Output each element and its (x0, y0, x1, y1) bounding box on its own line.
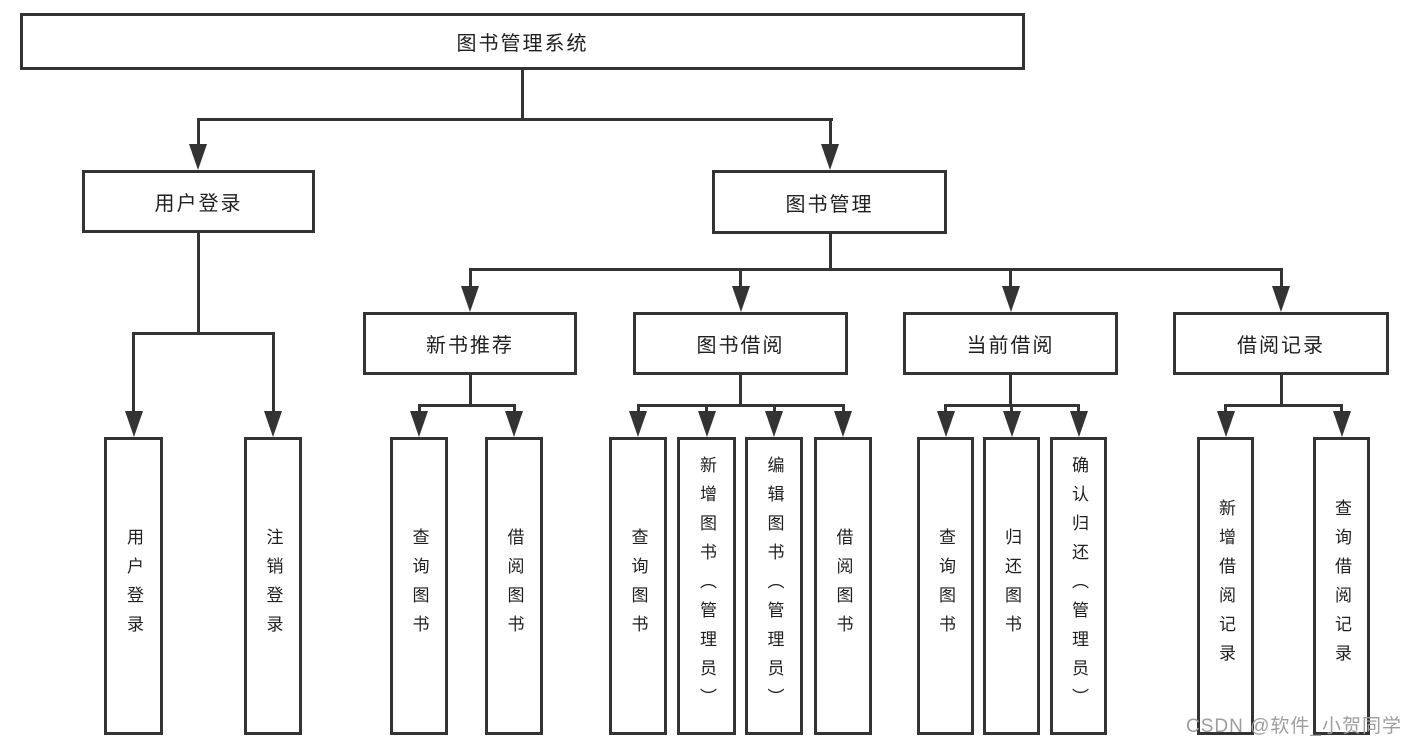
node-leaf-borrow-query-book: 查询图书 (609, 437, 667, 735)
leaf-label: 新增借阅记录 (1216, 499, 1235, 673)
connector-line (705, 404, 708, 413)
arrowhead (1069, 411, 1088, 437)
leaf-label: 查询图书 (936, 528, 955, 644)
leaf-label: 新增图书（管理员） (697, 455, 716, 717)
leaf-label: 归还图书 (1002, 528, 1021, 644)
connector-line (271, 332, 275, 413)
arrowhead (697, 411, 716, 437)
arrowhead (505, 411, 523, 437)
leaf-label: 查询图书 (409, 528, 429, 644)
connector-line (944, 404, 947, 413)
connector-line (468, 375, 472, 406)
node-leaf-record-query-record: 查询借阅记录 (1313, 437, 1370, 735)
node-leaf-current-return-book: 归还图书 (983, 437, 1040, 735)
node-leaf-user-login: 用户登录 (104, 437, 163, 735)
arrowhead (189, 144, 207, 170)
node-leaf-recommend-borrow-book: 借阅图书 (485, 437, 543, 735)
connector-line (520, 70, 524, 120)
connector-line (772, 404, 776, 413)
connector-line (196, 232, 200, 334)
node-leaf-current-query-book: 查询图书 (917, 437, 974, 735)
connector-line (1010, 404, 1013, 413)
arrowhead (124, 411, 143, 437)
node-leaf-record-add-record: 新增借阅记录 (1197, 437, 1254, 735)
connector-line (1009, 268, 1012, 289)
leaf-label: 查询图书 (628, 528, 648, 644)
node-leaf-recommend-query-book: 查询图书 (390, 437, 448, 735)
csdn-watermark: CSDN @软件_小贺同学 (1186, 716, 1402, 737)
connector-line (417, 404, 421, 413)
node-book-borrow: 图书借阅 (633, 312, 848, 375)
connector-line (1224, 404, 1227, 413)
connector-line (636, 404, 640, 413)
node-leaf-borrow-borrow-book: 借阅图书 (814, 437, 872, 735)
leaf-label: 用户登录 (124, 528, 143, 644)
connector-line (828, 118, 832, 146)
arrowhead (1216, 411, 1235, 437)
connector-line (636, 404, 845, 407)
connector-line (1279, 268, 1283, 289)
arrowhead (1332, 411, 1351, 437)
arrowhead (936, 411, 955, 437)
arrowhead (821, 144, 839, 170)
arrowhead (834, 411, 852, 437)
connector-line (132, 332, 275, 335)
node-leaf-logout: 注销登录 (244, 437, 302, 735)
leaf-label: 借阅图书 (504, 528, 524, 644)
connector-line (828, 233, 832, 270)
connector-line (739, 375, 742, 406)
arrowhead (1002, 411, 1021, 437)
node-new-book-recommend: 新书推荐 (363, 312, 577, 375)
leaf-label: 确认归还（管理员） (1069, 455, 1088, 717)
arrowhead (1272, 286, 1290, 312)
node-book-management: 图书管理 (712, 170, 947, 234)
connector-line (468, 268, 472, 289)
connector-line (1279, 375, 1283, 406)
connector-line (1224, 404, 1343, 407)
leaf-label: 编辑图书（管理员） (764, 455, 784, 717)
arrowhead (731, 286, 750, 312)
arrowhead (765, 411, 783, 437)
node-leaf-borrow-add-book-admin: 新增图书（管理员） (677, 437, 736, 735)
node-root: 图书管理系统 (20, 13, 1025, 70)
node-current-borrow: 当前借阅 (903, 312, 1118, 375)
connector-line (132, 332, 135, 413)
arrowhead (1001, 286, 1020, 312)
connector-line (417, 404, 516, 407)
arrowhead (629, 411, 647, 437)
arrowhead (461, 286, 479, 312)
connector-line (739, 268, 742, 289)
connector-line (468, 268, 1283, 271)
node-borrow-record: 借阅记录 (1173, 312, 1389, 375)
connector-line (512, 404, 516, 413)
leaf-label: 查询借阅记录 (1332, 499, 1351, 673)
connector-line (841, 404, 845, 413)
connector-line (1009, 375, 1012, 406)
arrowhead (410, 411, 428, 437)
connector-line (1340, 404, 1343, 413)
connector-line (1077, 404, 1080, 413)
connector-line (196, 118, 200, 146)
leaf-label: 借阅图书 (833, 528, 853, 644)
arrowhead (264, 411, 282, 437)
node-user-login: 用户登录 (82, 170, 315, 233)
connector-line (196, 118, 833, 121)
node-leaf-current-confirm-return-admin: 确认归还（管理员） (1050, 437, 1107, 735)
leaf-label: 注销登录 (263, 528, 283, 644)
node-leaf-borrow-edit-book-admin: 编辑图书（管理员） (745, 437, 803, 735)
